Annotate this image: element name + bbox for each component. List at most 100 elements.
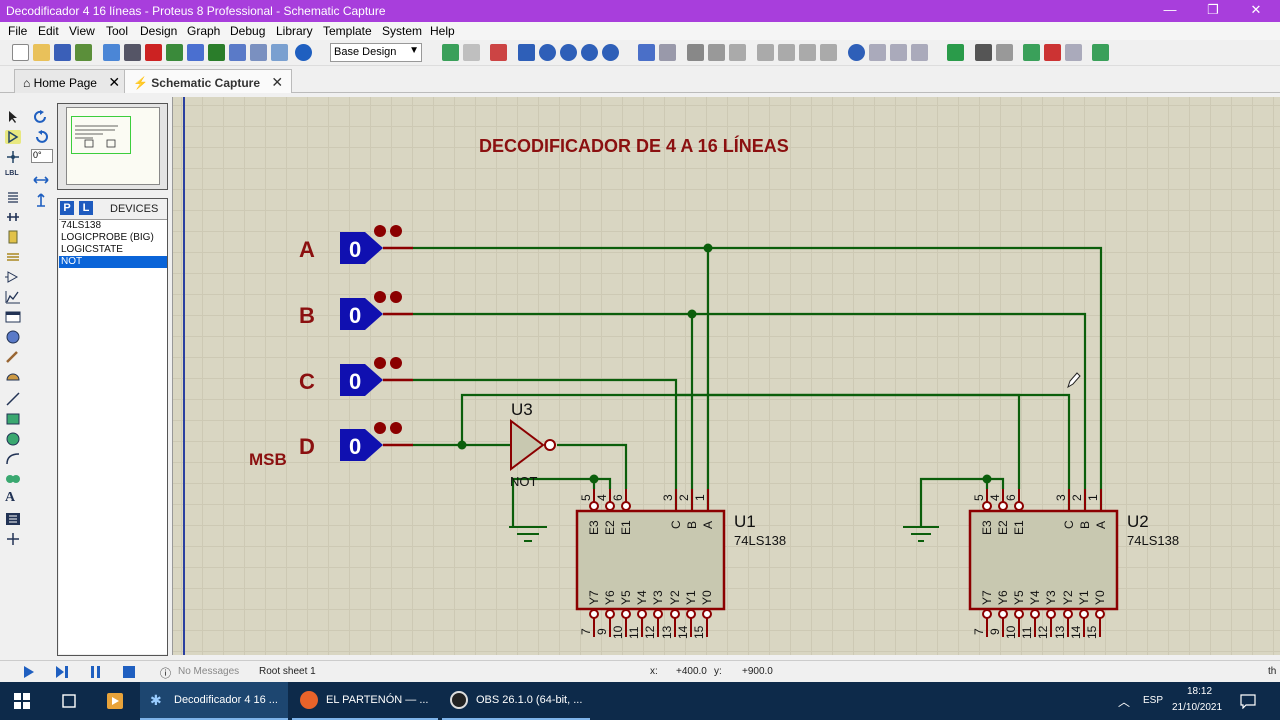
line-mode-icon[interactable] [5,392,21,406]
tab-schematic-capture[interactable]: ⚡ Schematic Capture ✕ [124,69,293,93]
block-rotate-icon[interactable] [799,44,816,61]
refresh-icon[interactable] [442,44,459,61]
virtual-instruments-mode-icon[interactable] [5,370,21,384]
search-icon[interactable] [975,44,992,61]
device-pins-mode-icon[interactable] [5,270,21,284]
wire-a[interactable] [413,246,1103,519]
device-item-not[interactable]: NOT [59,256,167,268]
open-folder-icon[interactable] [33,44,50,61]
close-icon[interactable]: ✕ [108,74,121,90]
step-icon[interactable] [55,665,69,679]
rotate-clockwise-icon[interactable] [33,110,49,124]
selection-mode-icon[interactable] [5,110,21,124]
wire-u2-enable-gnd[interactable] [919,477,1005,527]
origin-icon[interactable] [490,44,507,61]
logicstate-c[interactable]: 0 [340,357,413,396]
tab-home-page[interactable]: ⌂ Home Page ✕ [14,69,130,93]
chip-icon[interactable] [145,44,162,61]
decoder-u1[interactable]: 5 4 6 3 2 1 E3 E2 E1 C B A Y7 Y6 Y5 Y4 Y… [575,489,786,639]
close-button[interactable]: ✕ [1250,2,1262,17]
new-file-icon[interactable] [12,44,29,61]
not-gate-u3[interactable]: U3 NOT [510,400,556,489]
tape-recorder-mode-icon[interactable] [5,310,21,324]
save-icon[interactable] [54,44,71,61]
menu-template[interactable]: Template [323,24,372,38]
marker-mode-icon[interactable] [5,532,21,546]
menu-tool[interactable]: Tool [106,24,129,38]
taskbar-item-firefox[interactable]: EL PARTENÓN — ... [292,682,438,720]
make-device-icon[interactable] [869,44,886,61]
design-variant-select[interactable]: Base Design ▼ [330,43,422,62]
circle-mode-icon[interactable] [5,432,21,446]
rotate-anticlockwise-icon[interactable] [33,130,49,144]
paste-icon[interactable] [729,44,746,61]
wire-b[interactable] [413,312,1087,519]
logicstate-b[interactable]: 0 [340,291,413,330]
code-icon[interactable] [271,44,288,61]
device-item-logicstate[interactable]: LOGICSTATE [61,244,123,255]
block-delete-icon[interactable] [820,44,837,61]
stop-icon[interactable] [122,665,136,679]
symbol-mode-icon[interactable] [5,512,21,526]
menu-file[interactable]: File [8,24,28,38]
play-icon[interactable] [22,665,36,679]
new-sheet-icon[interactable] [1023,44,1040,61]
clock-time[interactable]: 18:12 [1187,686,1213,697]
graph-mode-icon[interactable] [5,290,21,304]
logicstate-a[interactable]: 0 [340,225,413,264]
redo-icon[interactable] [659,44,676,61]
zoom-all-icon[interactable] [581,44,598,61]
library-manager-button[interactable]: L [79,201,93,215]
menu-graph[interactable]: Graph [187,24,221,38]
bom-icon[interactable] [208,44,225,61]
copy-icon[interactable] [708,44,725,61]
undo-icon[interactable] [638,44,655,61]
wire-u1-enable-gnd[interactable] [511,477,612,527]
menu-library[interactable]: Library [276,24,313,38]
language-indicator[interactable]: ESP [1143,695,1164,706]
exit-to-parent-icon[interactable] [1065,44,1082,61]
clock-date[interactable]: 21/10/2021 [1172,702,1223,713]
bus-mode-icon[interactable] [5,210,21,224]
taskbar-item-obs[interactable]: OBS 26.1.0 (64-bit, ... [442,682,590,720]
overview-viewport[interactable] [71,116,131,154]
netlist-icon[interactable] [1092,44,1109,61]
device-item-logicprobe-big[interactable]: LOGICPROBE (BIG) [61,232,154,243]
home-icon[interactable] [103,44,120,61]
menu-help[interactable]: Help [430,24,455,38]
tray-chevron-up-icon[interactable]: ︿ [1118,695,1131,709]
package-tool-icon[interactable] [890,44,907,61]
menu-system[interactable]: System [382,24,423,38]
property-assign-icon[interactable] [996,44,1013,61]
decompose-icon[interactable] [911,44,928,61]
pick-devices-button[interactable]: P [60,201,74,215]
taskbar-item-proteus[interactable]: ✱ Decodificador 4 16 ... [140,682,288,720]
mirror-vertical-icon[interactable] [33,193,49,207]
component-mode-icon[interactable] [5,130,21,144]
zoom-area-icon[interactable] [602,44,619,61]
menu-debug[interactable]: Debug [230,24,266,38]
mirror-horizontal-icon[interactable] [33,173,49,187]
media-app-icon[interactable] [106,692,124,710]
overview-window[interactable] [57,103,168,190]
decoder-u2[interactable]: 5 4 6 3 2 1 E3 E2 E1 C B A Y7 Y6 Y5 Y4 Y… [968,489,1179,639]
wire-d-u2-enable[interactable] [460,393,1021,489]
generator-mode-icon[interactable] [5,330,21,344]
wire-label-mode-icon[interactable]: LBL [5,170,19,177]
device-item-74ls138[interactable]: 74LS138 [61,220,102,231]
menu-view[interactable]: View [69,24,95,38]
terminals-mode-icon[interactable] [5,250,21,264]
wire-autorouter-icon[interactable] [947,44,964,61]
maximize-button[interactable]: ❐ [1207,2,1219,17]
box-mode-icon[interactable] [5,412,21,426]
wire-c-u1[interactable] [413,378,678,519]
menu-edit[interactable]: Edit [38,24,59,38]
pan-icon[interactable] [518,44,535,61]
path-mode-icon[interactable] [5,472,21,486]
text-script-mode-icon[interactable] [5,190,21,204]
zoom-out-icon[interactable] [560,44,577,61]
text-mode-icon[interactable]: A [5,490,16,505]
schematic-canvas[interactable]: DECODIFICADOR DE 4 A 16 LÍNEAS [172,97,1280,655]
block-move-icon[interactable] [778,44,795,61]
cut-icon[interactable] [687,44,704,61]
